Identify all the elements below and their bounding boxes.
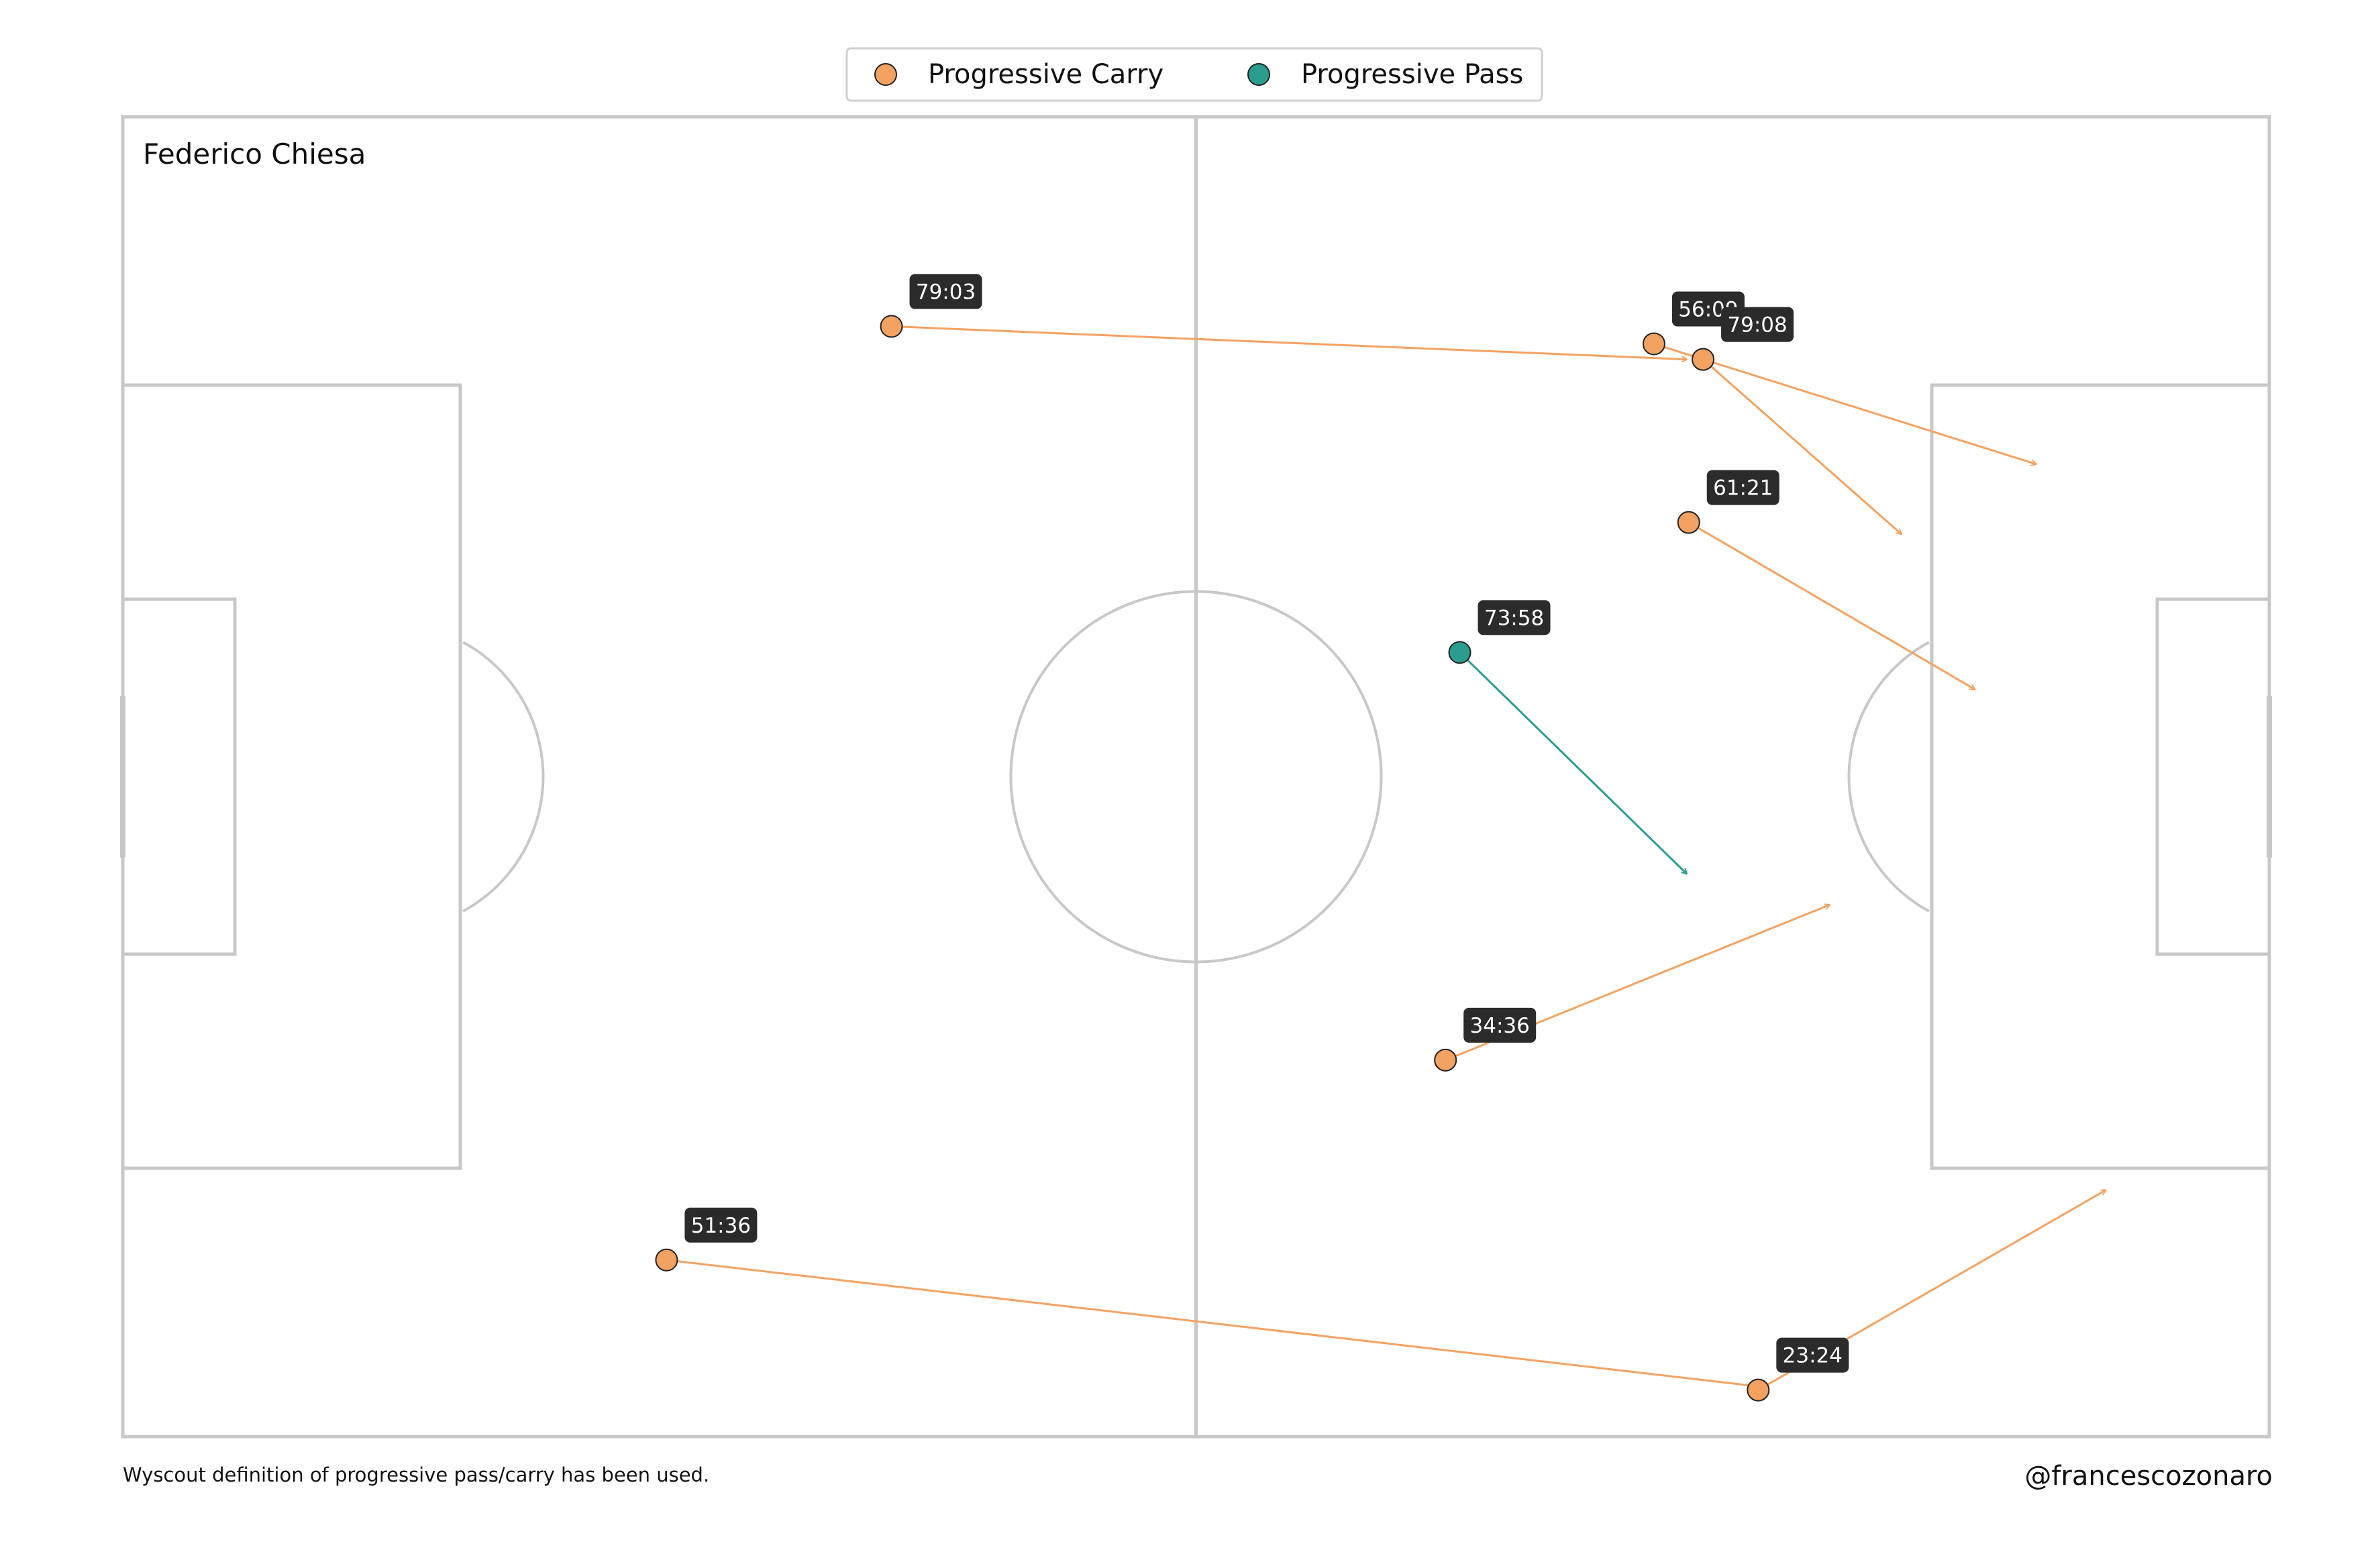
legend-pass-label: Progressive Pass [1301, 59, 1523, 90]
progressive-pass-arrow [1459, 652, 1687, 874]
progressive-carry-marker [1434, 1048, 1457, 1072]
progressive-carry-marker [655, 1248, 678, 1272]
progressive-carry-arrow [891, 325, 1687, 359]
legend: Progressive Carry Progressive Pass [845, 47, 1543, 102]
time-label: 79:08 [1721, 307, 1794, 342]
legend-pass-marker [1247, 63, 1270, 86]
progressive-carry-arrow [1702, 358, 1902, 534]
time-label-text: 73:58 [1484, 606, 1544, 630]
time-label: 73:58 [1478, 600, 1551, 635]
center-circle [1009, 590, 1383, 964]
time-label-box [1463, 1007, 1537, 1043]
credit: @francescozonaro [2024, 1461, 2273, 1492]
time-label-box [1478, 600, 1551, 635]
time-label-box [909, 274, 982, 309]
left-penalty-arc [462, 641, 545, 913]
time-label-text: 61:21 [1713, 476, 1773, 501]
progressive-carry-marker [1747, 1378, 1770, 1402]
legend-box [845, 47, 1543, 102]
time-label-text: 23:24 [1783, 1344, 1843, 1368]
time-label-box [1721, 307, 1794, 342]
right-penalty-arc [1847, 641, 1930, 913]
progressive-carry-marker [1642, 332, 1665, 356]
time-label-box [1706, 470, 1779, 505]
time-label-text: 79:03 [916, 280, 976, 304]
time-label: 34:36 [1463, 1007, 1537, 1043]
left-six-yard-box [121, 597, 237, 956]
time-label: 51:36 [684, 1207, 758, 1243]
pitch [120, 115, 2272, 1439]
time-label-box [1776, 1337, 1849, 1373]
legend-carry-marker [874, 63, 897, 86]
left-penalty-area [121, 383, 462, 1170]
progressive-carry-marker [1692, 348, 1715, 371]
progressive-carry-marker [880, 315, 903, 338]
time-label-text: 79:08 [1727, 313, 1787, 338]
progressive-pass-marker [1448, 641, 1471, 664]
right-penalty-area [1930, 383, 2271, 1170]
time-label-text: 51:36 [691, 1214, 751, 1238]
right-six-yard-box [2155, 597, 2271, 956]
legend-carry-label: Progressive Carry [928, 59, 1163, 90]
time-label: 61:21 [1706, 470, 1779, 505]
player-name: Federico Chiesa [143, 138, 366, 170]
event-markers [655, 315, 1770, 1402]
progressive-carry-arrow [1688, 521, 1975, 690]
time-label: 23:24 [1776, 1337, 1849, 1373]
progressive-carry-arrow [666, 1259, 1756, 1386]
progressive-carry-marker [1677, 511, 1700, 534]
progressive-carry-arrow [1653, 343, 2036, 464]
event-arrows [666, 325, 2106, 1391]
time-label-text: 34:36 [1470, 1014, 1530, 1038]
time-label: 79:03 [909, 274, 982, 309]
footnote: Wyscout definition of progressive pass/c… [123, 1463, 709, 1486]
time-label-box [684, 1207, 758, 1243]
